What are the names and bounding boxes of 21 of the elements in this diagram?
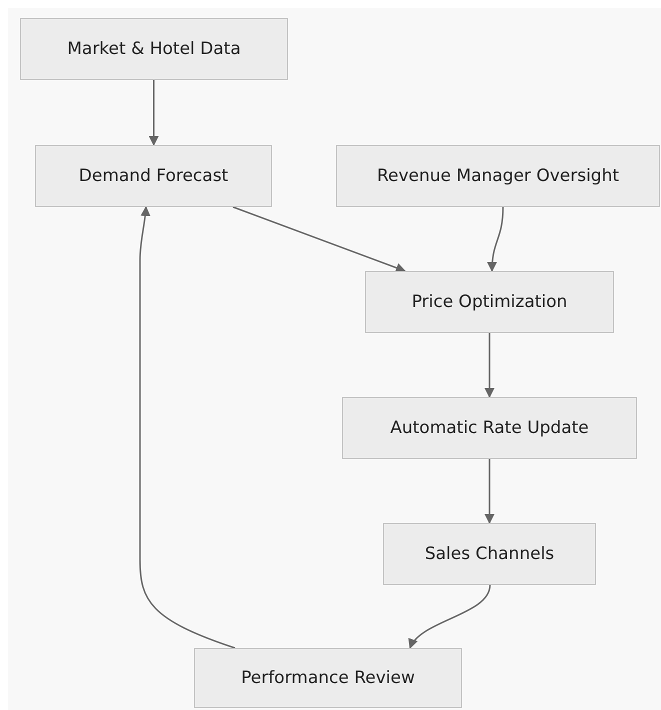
box-label: Automatic Rate Update [390,418,589,438]
box-label: Revenue Manager Oversight [376,166,620,186]
arrow [148,80,159,146]
arrow [232,206,406,273]
arrow [487,206,504,272]
arrow [409,584,491,649]
box-label: Sales Channels [424,544,554,564]
process-box [365,271,614,333]
process-box [35,145,272,207]
box-label: Performance Review [241,668,415,688]
process-box [194,648,462,708]
process-box [342,397,637,459]
arrow [484,459,494,524]
box-label: Price Optimization [412,292,568,312]
process-box [383,523,596,585]
arrow [139,206,236,649]
process-box [20,18,288,80]
process-box [336,145,660,207]
box-label: Market & Hotel Data [67,39,241,59]
arrow [484,333,494,398]
box-label: Demand Forecast [78,166,228,186]
